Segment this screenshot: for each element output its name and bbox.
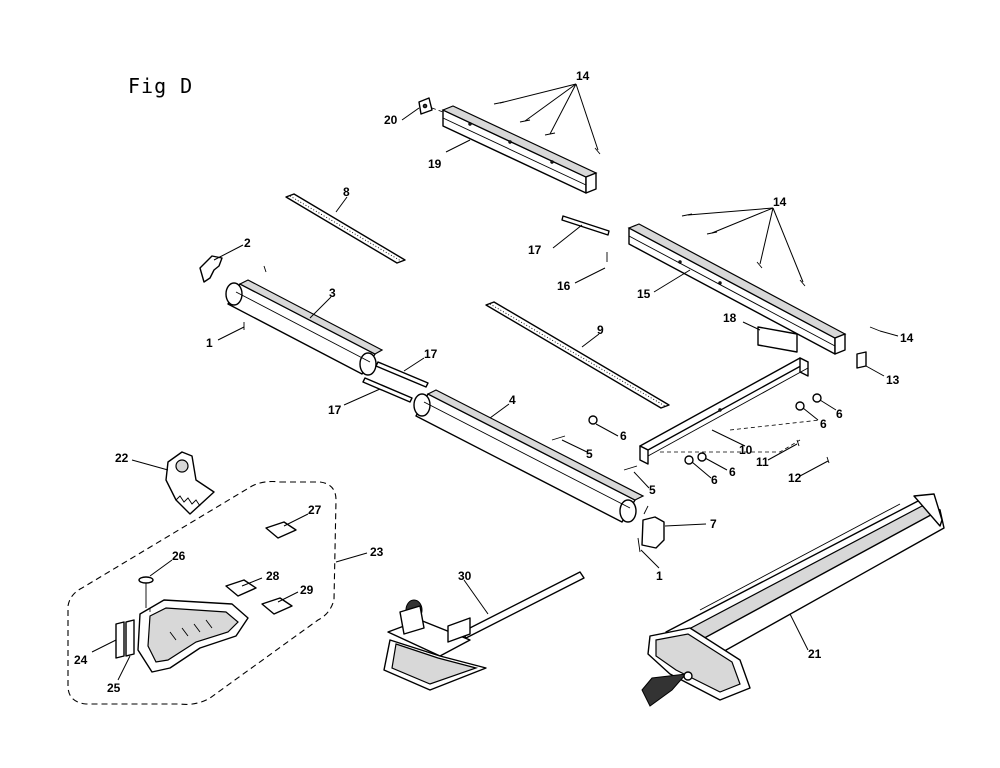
blade-guard-body — [137, 599, 249, 673]
callout-4: 4 — [509, 393, 516, 407]
part-22-riving-knife — [165, 451, 215, 515]
part-17-connectors — [362, 361, 429, 403]
part-21-rip-fence — [641, 493, 945, 707]
part-30-miter-gauge — [383, 571, 585, 691]
callout-9: 9 — [597, 323, 604, 337]
part-8-scale — [285, 193, 406, 264]
callout-1-low: 1 — [656, 569, 663, 583]
callout-26: 26 — [172, 549, 186, 563]
part-20-bracket — [418, 97, 433, 115]
callout-6-a: 6 — [836, 407, 843, 421]
callout-17-mid: 17 — [424, 347, 438, 361]
callout-2: 2 — [244, 236, 251, 250]
callout-13: 13 — [886, 373, 900, 387]
callout-3: 3 — [329, 286, 336, 300]
callout-14-side: 14 — [900, 331, 914, 345]
callout-11: 11 — [756, 455, 769, 469]
part-28-clip — [225, 579, 257, 597]
part-24-25-labels — [115, 619, 135, 659]
part-2-plate — [199, 255, 223, 283]
callout-16: 16 — [557, 279, 571, 293]
callout-7: 7 — [710, 517, 717, 531]
leader-lines — [91, 107, 899, 681]
callout-6-b: 6 — [820, 417, 827, 431]
callout-25: 25 — [107, 681, 121, 695]
part-19-rear-rail — [441, 105, 598, 194]
callout-1-top: 1 — [206, 336, 213, 350]
callout-30: 30 — [458, 569, 472, 583]
part-26-button — [138, 576, 154, 608]
callout-21: 21 — [808, 647, 822, 661]
part-15-right-rail — [627, 223, 847, 355]
callout-12: 12 — [788, 471, 802, 485]
callout-5-a: 5 — [586, 447, 593, 461]
callout-17-top: 17 — [528, 243, 542, 257]
callout-labels: 14 20 19 8 14 2 17 16 3 15 18 9 14 1 17 … — [74, 69, 914, 695]
figure-title: Fig D — [128, 74, 194, 98]
callout-18: 18 — [723, 311, 737, 325]
callout-17-low: 17 — [328, 403, 342, 417]
callout-10: 10 — [739, 443, 753, 457]
bolts-and-nuts — [551, 393, 830, 471]
callout-5-b: 5 — [649, 483, 656, 497]
part-17-small-bar — [561, 215, 610, 236]
callout-6-c: 6 — [620, 429, 627, 443]
part-18-label — [757, 326, 798, 353]
callout-27: 27 — [308, 503, 322, 517]
group-23-outline — [67, 480, 337, 705]
callout-29: 29 — [300, 583, 314, 597]
callout-8: 8 — [343, 185, 350, 199]
callout-14-top: 14 — [576, 69, 590, 83]
callout-19: 19 — [428, 157, 442, 171]
callout-14-right: 14 — [773, 195, 787, 209]
part-10-cross-bracket — [639, 357, 809, 465]
callout-15: 15 — [637, 287, 651, 301]
part-29-clip — [261, 597, 293, 615]
part-13-clip — [856, 351, 867, 369]
callout-22: 22 — [115, 451, 129, 465]
callout-6-d: 6 — [729, 465, 736, 479]
callout-20: 20 — [384, 113, 398, 127]
callout-28: 28 — [266, 569, 280, 583]
callout-6-e: 6 — [711, 473, 718, 487]
part-3-left-tube — [225, 279, 384, 376]
callout-23: 23 — [370, 545, 384, 559]
part-27-clip — [265, 521, 297, 539]
callout-24: 24 — [74, 653, 88, 667]
part-4-main-tube — [413, 389, 645, 523]
part-9-scale — [485, 301, 670, 409]
part-7-end-plate — [641, 516, 665, 549]
